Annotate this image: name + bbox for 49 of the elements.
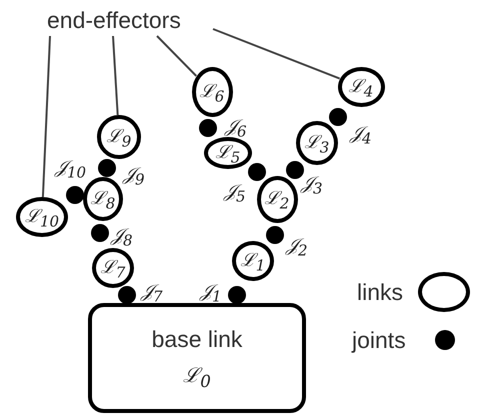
joint-label: 𝒥$_{9}$ — [123, 165, 145, 190]
link-symbol: ℒ$_{6}$ — [200, 80, 224, 106]
link-ellipse — [97, 115, 141, 159]
base-link-symbol: ℒ$_{0}$ — [183, 362, 211, 390]
joint-dot — [91, 224, 109, 242]
link-ellipse — [83, 177, 123, 221]
joint-label: 𝒥$_{5}$ — [224, 182, 246, 207]
link-ellipse — [256, 176, 298, 222]
joint-dot — [228, 286, 246, 304]
link-ellipse — [338, 67, 384, 107]
link-ellipse — [192, 67, 232, 117]
joint-label: 𝒥$_{6}$ — [225, 117, 247, 142]
joint-dot — [248, 163, 266, 181]
link-symbol: ℒ$_{2}$ — [264, 187, 290, 213]
link-ellipse — [204, 137, 252, 169]
legend-label: joints — [352, 326, 406, 354]
joint-label: 𝒥$_{8}$ — [111, 226, 133, 251]
link-symbol: ℒ$_{8}$ — [90, 187, 116, 213]
joint-dot — [199, 119, 217, 137]
joint-dot — [98, 159, 116, 177]
link-symbol: ℒ$_{10}$ — [24, 205, 60, 231]
base-link-label: base link — [152, 326, 242, 352]
joint-dot — [266, 226, 284, 244]
leader-line — [212, 28, 340, 80]
joint-dot — [329, 108, 347, 126]
joint-label: 𝒥$_{1}$ — [200, 282, 222, 307]
link-symbol: ℒ$_{1}$ — [240, 249, 266, 275]
joint-dot — [66, 186, 84, 204]
link-ellipse — [296, 121, 338, 165]
link-ellipse — [92, 248, 134, 288]
leader-line — [112, 36, 119, 116]
base-link-box — [88, 303, 306, 413]
link-symbol: ℒ$_{3}$ — [304, 131, 330, 157]
link-symbol: ℒ$_{9}$ — [106, 125, 132, 151]
joint-label: 𝒥$_{2}$ — [286, 236, 308, 261]
legend-label: links — [357, 278, 404, 306]
link-ellipse — [16, 197, 68, 237]
joint-label: 𝒥$_{7}$ — [141, 282, 163, 307]
callout-text: end-effectors — [47, 6, 181, 34]
joint-label: 𝒥$_{4}$ — [350, 124, 372, 149]
link-symbol: ℒ$_{5}$ — [216, 141, 240, 167]
joint-label: 𝒥$_{3}$ — [301, 174, 323, 199]
link-symbol: ℒ$_{4}$ — [348, 75, 374, 101]
link-ellipse — [232, 241, 274, 281]
leader-line — [156, 35, 198, 77]
joint-label: 𝒥$_{10}$ — [55, 158, 86, 183]
link-symbol: ℒ$_{7}$ — [100, 256, 126, 282]
leader-line — [42, 36, 51, 198]
joint-dot — [118, 286, 136, 304]
